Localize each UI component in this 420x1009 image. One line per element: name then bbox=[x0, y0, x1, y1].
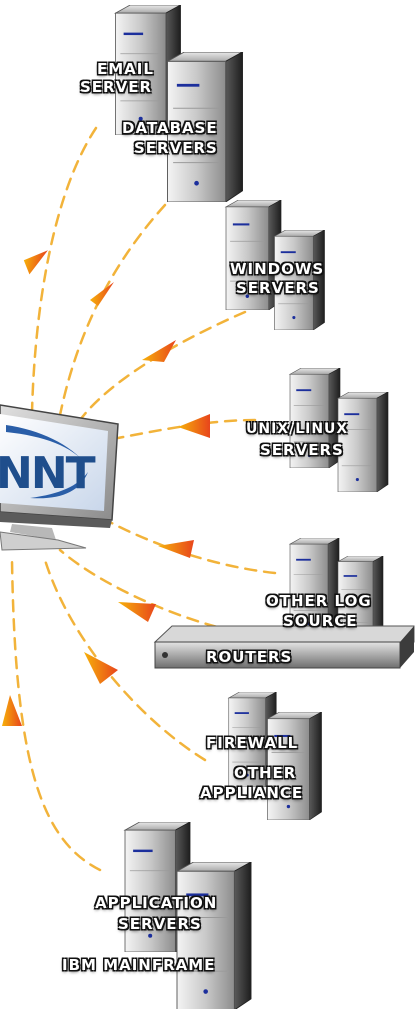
arrowheads bbox=[2, 250, 210, 726]
other-appliance-label-line2: APPLIANCE bbox=[200, 784, 304, 802]
unix-label-line2: SERVERS bbox=[260, 441, 344, 459]
router-rack-unit bbox=[153, 625, 415, 669]
database-label-line2: SERVERS bbox=[134, 139, 218, 157]
windows-label-line2: SERVERS bbox=[236, 279, 320, 297]
application-label-line2: SERVERS bbox=[118, 915, 202, 933]
arrow-head-email bbox=[23, 250, 48, 275]
central-monitor bbox=[0, 404, 119, 551]
ibm-mainframe-label: IBM MAINFRAME bbox=[62, 956, 216, 974]
arrow-head-windows bbox=[142, 340, 176, 362]
arrow-head-application bbox=[2, 695, 22, 726]
firewall-label: FIREWALL bbox=[206, 734, 299, 752]
monitor-logo: NNT bbox=[0, 448, 96, 499]
connector-windows bbox=[78, 310, 247, 422]
otherlog-label: OTHER LOG bbox=[266, 592, 372, 610]
connector-application bbox=[10, 558, 102, 872]
email-label-line2: SERVER bbox=[80, 78, 153, 96]
connector-routers bbox=[58, 548, 274, 640]
logo-swoosh bbox=[6, 425, 88, 466]
application-server-tower-front bbox=[176, 862, 252, 1009]
arrow-head-database bbox=[90, 282, 114, 306]
arrow-head-otherlog bbox=[158, 540, 194, 558]
other-appliance-label: OTHER bbox=[234, 764, 297, 782]
connector-database bbox=[58, 203, 167, 417]
connector-otherlog bbox=[86, 508, 277, 575]
unix-label: UNIX/LINUX bbox=[246, 421, 349, 437]
connector-lines bbox=[10, 126, 277, 872]
logo-swoosh-lower bbox=[30, 472, 88, 499]
database-label: DATABASE bbox=[122, 119, 218, 137]
connector-email bbox=[30, 126, 98, 414]
unix-server-tower-front bbox=[337, 392, 389, 492]
connector-unix bbox=[116, 418, 257, 440]
arrow-head-firewall bbox=[84, 652, 118, 684]
connector-firewall bbox=[43, 558, 207, 762]
application-label: APPLICATION bbox=[95, 894, 218, 912]
arrow-head-unix bbox=[178, 414, 210, 438]
email-label: EMAIL bbox=[97, 60, 154, 78]
routers-label: ROUTERS bbox=[206, 648, 293, 666]
arrow-head-routers bbox=[118, 602, 156, 622]
otherlog-label-line2: SOURCE bbox=[283, 612, 358, 630]
windows-label: WINDOWS bbox=[230, 260, 325, 278]
